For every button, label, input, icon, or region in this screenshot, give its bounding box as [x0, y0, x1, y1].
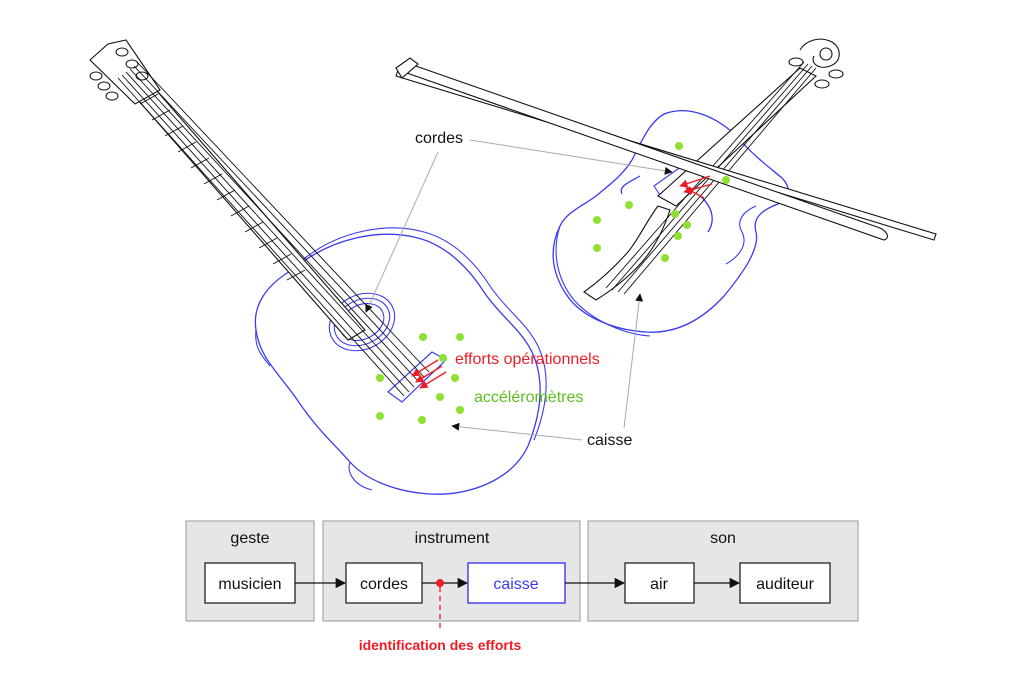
- accelerometer-dot: [376, 412, 384, 420]
- violin-body-outline: [552, 110, 789, 333]
- accelerometer-dot: [671, 210, 679, 218]
- violin-force-arrows: [679, 175, 713, 199]
- guitar-force-arrows: [411, 359, 447, 389]
- label-caisse: caisse: [587, 432, 632, 449]
- group-title-son: son: [710, 530, 736, 547]
- pointer-cordes-guitar: [365, 151, 439, 313]
- flow-diagram: geste instrument son musicien cordes cai…: [185, 520, 859, 653]
- box-label-air: air: [650, 576, 668, 593]
- identification-point: [436, 579, 444, 587]
- violin-f-hole-left: [620, 175, 641, 195]
- accelerometer-dot: [456, 406, 464, 414]
- pointer-caisse-violin: [623, 293, 644, 429]
- accelerometer-dot: [675, 142, 683, 150]
- violin-scroll: [788, 38, 844, 89]
- guitar-illustration: [89, 39, 547, 495]
- accelerometer-dot: [456, 333, 464, 341]
- accelerometer-dot: [376, 374, 384, 382]
- box-label-caisse: caisse: [493, 576, 538, 593]
- accelerometer-dot: [436, 393, 444, 401]
- box-label-musicien: musicien: [218, 576, 281, 593]
- accelerometer-dot: [683, 221, 691, 229]
- violin-accelerometers: [593, 142, 730, 262]
- label-cordes: cordes: [415, 130, 463, 147]
- violin-f-hole-right: [699, 195, 713, 233]
- guitar-headstock: [89, 39, 161, 105]
- identification-label: identification des efforts: [359, 637, 522, 653]
- guitar-body-outline: [254, 233, 541, 495]
- accelerometer-dot: [451, 374, 459, 382]
- guitar-body-side: [299, 227, 547, 441]
- accelerometer-dot: [419, 333, 427, 341]
- box-auditeur: [739, 562, 831, 604]
- guitar-body-back: [255, 329, 373, 491]
- accelerometer-dot: [593, 244, 601, 252]
- accelerometer-dot: [418, 416, 426, 424]
- accelerometer-dot: [661, 254, 669, 262]
- guitar-soundhole-ring-outer: [328, 292, 396, 352]
- box-musicien: [204, 562, 296, 604]
- callout-cordes: cordes: [365, 130, 673, 313]
- guitar-accelerometers: [376, 333, 464, 424]
- label-accelerometres: accéléromètres: [474, 389, 583, 406]
- pointer-caisse-guitar: [451, 422, 583, 441]
- group-title-instrument: instrument: [415, 530, 490, 547]
- violin-body-side: [555, 225, 651, 337]
- guitar-strings: [117, 62, 430, 397]
- violin-c-bout-right: [725, 205, 757, 265]
- accelerometer-dot: [593, 216, 601, 224]
- pointer-cordes-violin: [469, 139, 673, 175]
- accelerometer-dot: [722, 176, 730, 184]
- accelerometer-dot: [674, 232, 682, 240]
- accelerometer-dot: [625, 201, 633, 209]
- accelerometer-dot: [439, 354, 447, 362]
- violin-tailpiece: [583, 205, 671, 301]
- label-efforts-operationnels: efforts opérationnels: [455, 351, 600, 368]
- box-label-auditeur: auditeur: [756, 576, 814, 593]
- callout-caisse: caisse: [451, 293, 644, 449]
- group-title-geste: geste: [230, 530, 269, 547]
- box-label-cordes: cordes: [360, 576, 408, 593]
- guitar-neck: [130, 82, 366, 341]
- violin-bow: [395, 57, 937, 241]
- box-air: [624, 562, 695, 604]
- violin-illustration: [395, 38, 937, 337]
